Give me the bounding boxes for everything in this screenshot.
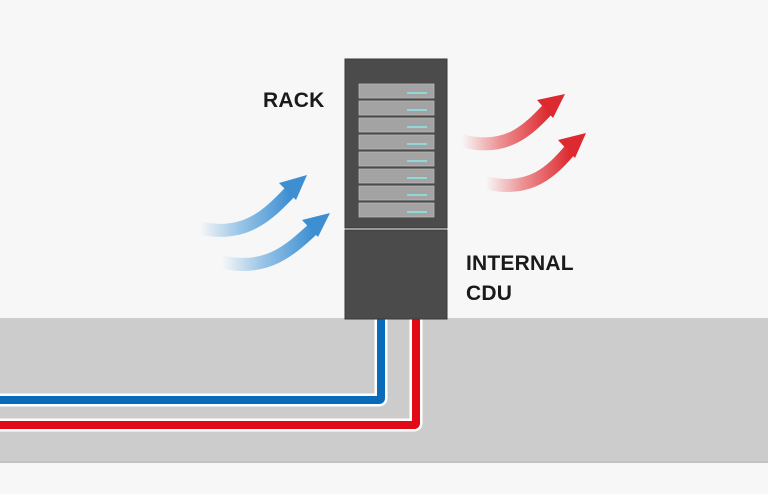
- server-unit: [358, 117, 435, 133]
- rack-label: RACK: [263, 89, 325, 112]
- server-status-led: [407, 92, 427, 94]
- server-status-led: [407, 126, 427, 128]
- hot-return-pipe: [0, 318, 423, 432]
- internal-cdu: [344, 229, 448, 320]
- inlet-airflow-arrow: [220, 213, 330, 271]
- server-unit: [358, 185, 435, 201]
- server-units: [358, 83, 435, 218]
- server-unit: [358, 100, 435, 116]
- cold-supply-pipe: [0, 318, 388, 407]
- outlet-airflow-arrow: [460, 94, 565, 151]
- server-status-led: [407, 194, 427, 196]
- server-status-led: [407, 160, 427, 162]
- server-unit: [358, 151, 435, 167]
- internal-cdu-label-line1: INTERNAL: [466, 252, 574, 275]
- server-unit: [358, 134, 435, 150]
- inlet-airflow-arrow: [198, 175, 307, 237]
- outlet-airflow-arrow: [484, 133, 586, 192]
- server-status-led: [407, 177, 427, 179]
- server-status-led: [407, 143, 427, 145]
- server-status-led: [407, 109, 427, 111]
- server-unit: [358, 168, 435, 184]
- internal-cdu-label-line2: CDU: [466, 282, 513, 305]
- server-unit: [358, 202, 435, 218]
- server-unit: [358, 83, 435, 99]
- server-status-led: [407, 211, 427, 213]
- internal-cdu-label: INTERNAL CDU: [466, 249, 574, 309]
